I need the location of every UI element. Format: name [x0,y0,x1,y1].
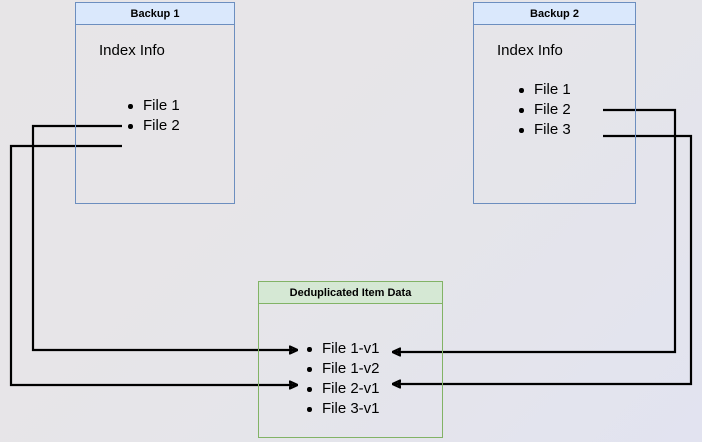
list-item[interactable]: File 1 [126,96,180,116]
node-backup1-index-label: Index Info [99,42,165,59]
node-deduplicated-item-data[interactable]: Deduplicated Item Data File 1-v1 File 1-… [258,281,443,438]
node-backup2[interactable]: Backup 2 Index Info File 1 File 2 File 3 [473,2,636,204]
node-dedup-header: Deduplicated Item Data [259,282,442,304]
node-backup2-index-label: Index Info [497,42,563,59]
list-item[interactable]: File 3-v1 [305,399,380,419]
node-backup2-header: Backup 2 [474,3,635,25]
node-backup1-file-list: File 1 File 2 [126,96,180,136]
node-backup1-header: Backup 1 [76,3,234,25]
list-item[interactable]: File 2-v1 [305,379,380,399]
node-dedup-file-list: File 1-v1 File 1-v2 File 2-v1 File 3-v1 [305,339,380,419]
list-item[interactable]: File 2 [517,100,571,120]
node-backup1[interactable]: Backup 1 Index Info File 1 File 2 [75,2,235,204]
list-item[interactable]: File 1-v2 [305,359,380,379]
list-item[interactable]: File 2 [126,116,180,136]
list-item[interactable]: File 3 [517,120,571,140]
list-item[interactable]: File 1-v1 [305,339,380,359]
list-item[interactable]: File 1 [517,80,571,100]
node-backup2-file-list: File 1 File 2 File 3 [517,80,571,140]
